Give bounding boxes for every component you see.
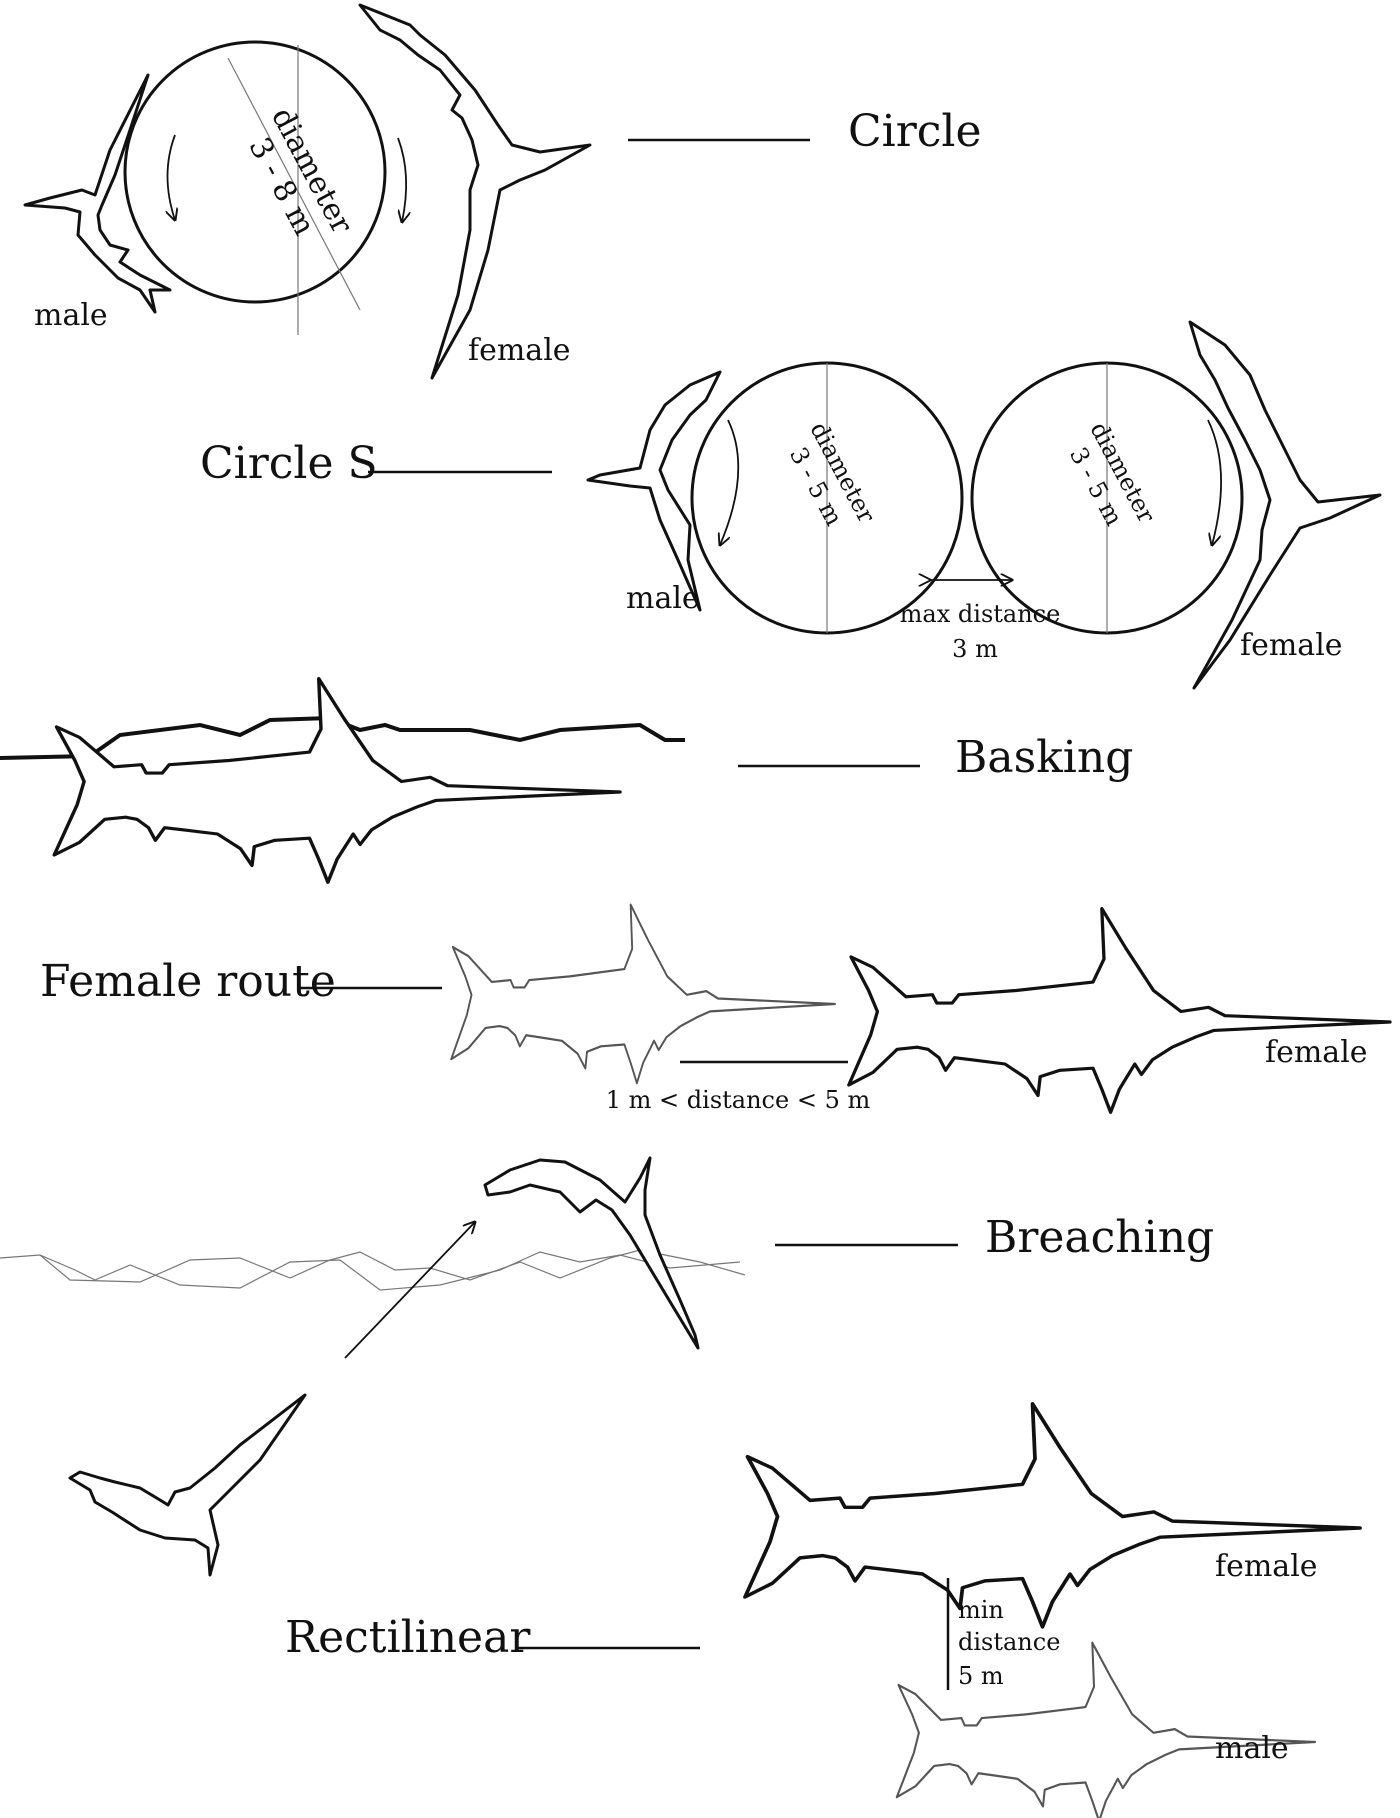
rectilinear-distance-label: distance (958, 1628, 1060, 1656)
male-swordfish-circle (23, 73, 172, 314)
circle-section: diameter 3 - 8 m male female Circle (23, 3, 982, 380)
basking-water-surface (0, 715, 685, 760)
breaching-wave-1 (0, 1249, 746, 1283)
circle-s-left-arrow (720, 419, 740, 545)
basking-title: Basking (955, 732, 1133, 783)
female-route-swordfish-1 (450, 903, 837, 1085)
basking-swordfish (52, 676, 622, 885)
circle-s-title: Circle S (200, 438, 378, 489)
female-route-distance-label: 1 m < distance < 5 m (606, 1086, 871, 1114)
breaching-wave-2 (39, 1251, 741, 1291)
breaching-section: Breaching (0, 1156, 1214, 1577)
female-swordfish-circle (358, 3, 592, 380)
circle-s-male-label: male (626, 581, 700, 616)
circle-direction-arrow-right (397, 137, 406, 222)
breaching-title: Breaching (985, 1212, 1214, 1263)
circle-title: Circle (848, 106, 982, 157)
rectilinear-min-label: min (958, 1596, 1004, 1624)
female-swordfish-circle-s (1188, 320, 1382, 690)
rectilinear-male-label: male (1215, 1731, 1289, 1766)
rectilinear-female-swordfish (743, 1401, 1362, 1629)
circle-s-section: Circle S diameter 3 - 5 m diameter 3 - 5… (200, 320, 1382, 690)
circle-s-gap-label: max distance (900, 600, 1061, 628)
circle-path (123, 40, 387, 304)
circle-female-label: female (468, 333, 571, 368)
basking-section: Basking (0, 676, 1133, 885)
rectilinear-title: Rectilinear (285, 1612, 531, 1663)
breaching-trajectory-arrow (344, 1222, 475, 1359)
rectilinear-section: min distance 5 m female male Rectilinear (285, 1401, 1362, 1818)
breaching-airborne-swordfish (483, 1156, 700, 1350)
circle-direction-arrow-left (168, 134, 176, 220)
circle-s-right-arrow (1207, 419, 1222, 545)
circle-s-gap-value: 3 m (952, 635, 998, 663)
breaching-underwater-swordfish (68, 1393, 307, 1577)
male-swordfish-circle-s (586, 370, 722, 612)
female-route-title: Female route (40, 956, 336, 1007)
female-route-section: Female route 1 m < distance < 5 m female (40, 903, 1392, 1114)
circle-male-label: male (34, 298, 108, 333)
circle-s-female-label: female (1240, 628, 1343, 663)
female-route-swordfish-2 (847, 906, 1392, 1114)
female-route-female-label: female (1265, 1035, 1368, 1070)
rectilinear-female-label: female (1215, 1549, 1318, 1584)
circle-diameter-line (227, 57, 361, 311)
rectilinear-distance-value: 5 m (958, 1662, 1004, 1690)
